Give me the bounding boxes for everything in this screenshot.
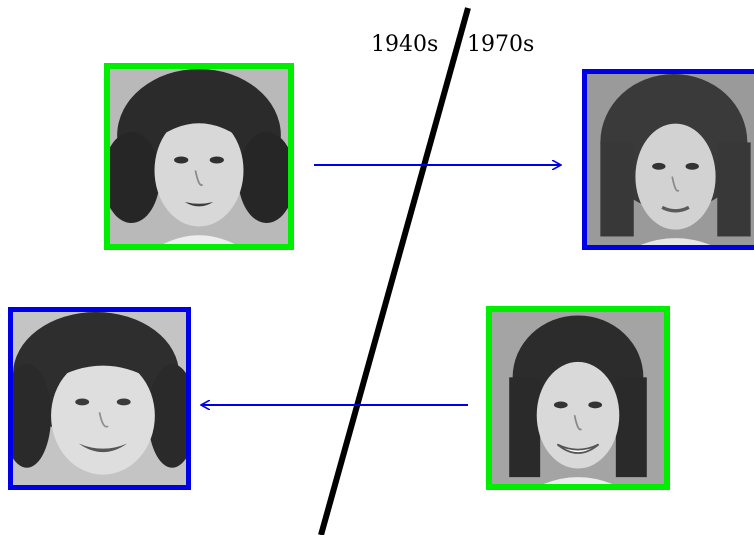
portrait-photo xyxy=(110,69,288,244)
portrait-1940s-input-top xyxy=(104,63,294,250)
portrait-1940s-output-bottom xyxy=(8,307,191,490)
era-label-1940s: 1940s xyxy=(371,32,439,57)
portrait-photo xyxy=(13,312,186,485)
era-divider-line xyxy=(318,7,471,535)
portrait-1970s-output-top xyxy=(582,69,754,250)
portrait-photo xyxy=(492,312,664,484)
era-label-1970s: 1970s xyxy=(467,32,535,57)
portrait-1970s-input-bottom xyxy=(486,306,670,490)
portrait-photo xyxy=(587,74,754,245)
